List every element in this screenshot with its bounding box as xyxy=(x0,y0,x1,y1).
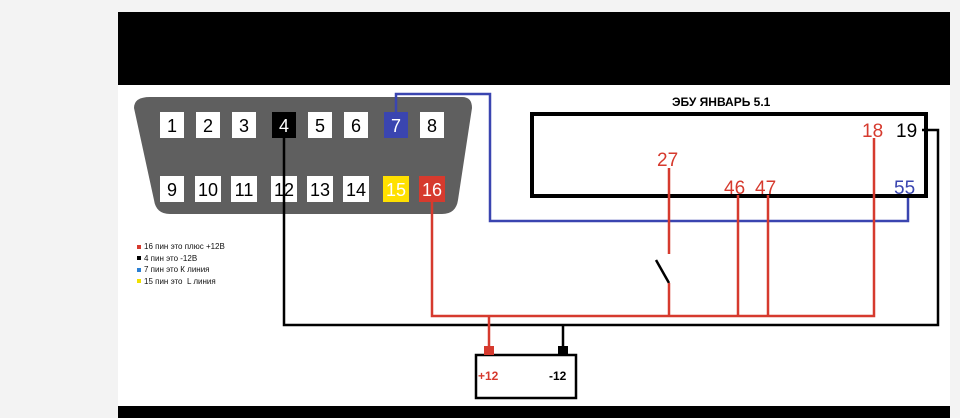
connector-pin-slot-15 xyxy=(383,176,409,202)
plus-wire-pin16 xyxy=(430,138,876,318)
connector-pin-11: 11 xyxy=(235,180,254,200)
ecu-pin-46: 46 xyxy=(724,178,745,199)
connector-pin-1: 1 xyxy=(167,116,177,136)
connector-pin-slot-11 xyxy=(231,176,257,202)
legend-text: 4 пин это -12В xyxy=(144,253,198,263)
connector-pin-slot-1 xyxy=(160,112,184,138)
legend-swatch xyxy=(137,256,141,261)
connector-pin-slot-4 xyxy=(272,112,296,138)
connector-pin-slot-6 xyxy=(344,112,368,138)
battery-box xyxy=(474,353,578,400)
connector-pin-13: 13 xyxy=(310,180,330,200)
connector-pin-slot-13 xyxy=(307,176,333,202)
legend-item: 7 пин это К линия xyxy=(137,264,225,276)
ecu-pin-19: 19 xyxy=(896,121,917,142)
connector-pin-slot-10 xyxy=(195,176,221,202)
legend-item: 16 пин это плюс +12В xyxy=(137,241,225,253)
connector-pin-slot-8 xyxy=(420,112,444,138)
ground-wire xyxy=(282,128,940,327)
connector-pin-5: 5 xyxy=(315,116,325,136)
ecu-pin-47: 47 xyxy=(755,178,776,199)
connector-pin-7: 7 xyxy=(391,116,401,136)
ecu-pin-55: 55 xyxy=(894,178,915,199)
ecu-pin-27: 27 xyxy=(657,150,678,171)
ignition-switch xyxy=(654,259,671,284)
legend-text: 7 пин это К линия xyxy=(144,265,210,274)
ecu-pin-18: 18 xyxy=(862,121,883,142)
connector-pin-slot-7 xyxy=(384,112,408,138)
ecu-box xyxy=(530,112,928,198)
letterbox-top xyxy=(118,12,950,85)
pin-legend: 16 пин это плюс +12В 4 пин это -12В 7 пин … xyxy=(137,241,225,287)
battery-plus-terminal xyxy=(484,346,494,355)
battery-minus-label: -12 xyxy=(549,369,567,383)
connector-pin-10: 10 xyxy=(198,180,218,200)
connector-pin-9: 9 xyxy=(167,180,177,200)
connector-pin-slot-2 xyxy=(196,112,220,138)
connector-pin-slot-9 xyxy=(160,176,184,202)
connector-pin-slot-16 xyxy=(419,176,445,202)
connector-pin-6: 6 xyxy=(351,116,361,136)
connector-pin-4: 4 xyxy=(279,116,289,136)
connector-pin-8: 8 xyxy=(427,116,437,136)
legend-swatch xyxy=(137,279,141,284)
battery-minus-terminal xyxy=(558,346,568,355)
legend-swatch xyxy=(137,244,141,249)
connector-pin-slot-5 xyxy=(308,112,332,138)
connector-pin-16: 16 xyxy=(422,180,442,200)
connector-pin-15: 15 xyxy=(386,180,406,200)
letterbox-bottom xyxy=(118,406,950,418)
legend-item: 4 пин это -12В xyxy=(137,253,225,265)
legend-text: 16 пин это плюс +12В xyxy=(144,242,225,251)
ecu-title: ЭБУ ЯНВАРЬ 5.1 xyxy=(672,95,771,109)
battery-plus-label: +12 xyxy=(478,369,499,383)
connector-pin-slot-14 xyxy=(343,176,369,202)
legend-item: 15 пин это L линия xyxy=(137,276,225,288)
k-line-wire xyxy=(394,92,910,223)
connector-pin-3: 3 xyxy=(239,116,249,136)
connector-pin-14: 14 xyxy=(346,180,366,200)
legend-swatch xyxy=(137,267,141,272)
connector-pin-2: 2 xyxy=(203,116,213,136)
legend-text: 15 пин это L линия xyxy=(144,276,216,286)
connector-pin-slot-3 xyxy=(232,112,256,138)
